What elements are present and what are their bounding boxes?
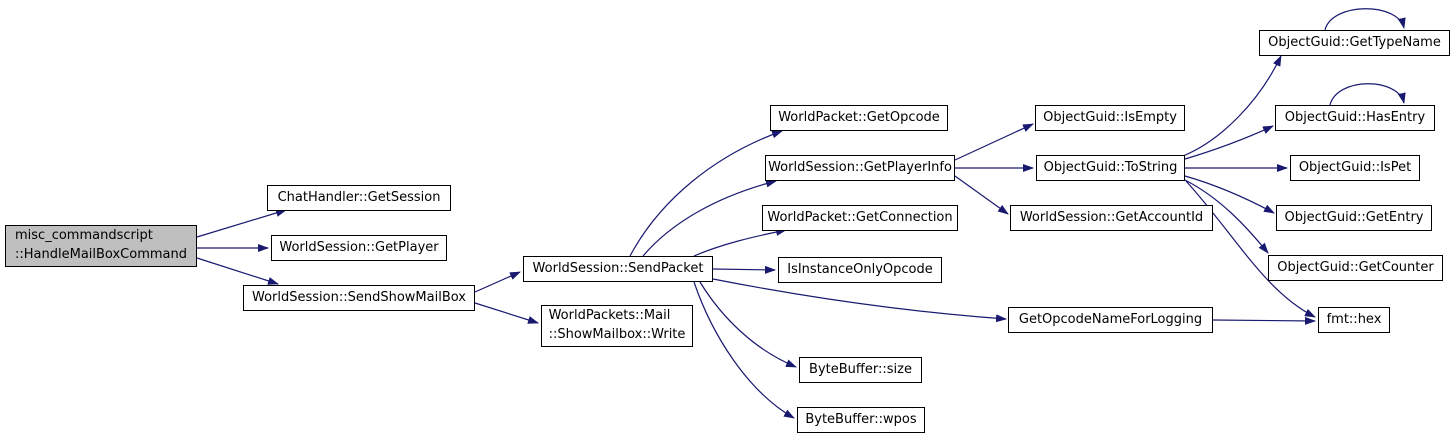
node-get-player-info[interactable]: WorldSession::GetPlayerInfo: [765, 155, 955, 181]
node-to-string[interactable]: ObjectGuid::ToString: [1036, 155, 1185, 181]
edge-send-packet-to-get-opcode: [629, 130, 783, 257]
edge-send-packet-to-get-opcode-name-for-logging: [712, 278, 1007, 323]
node-label: fmt::hex: [1326, 311, 1382, 327]
node-label: ChatHandler::GetSession: [277, 189, 441, 205]
node-get-account-id[interactable]: WorldSession::GetAccountId: [1010, 205, 1213, 231]
node-label: misc_commandscript ::HandleMailBoxComman…: [15, 228, 187, 262]
edge-send-show-mailbox-to-show-mailbox-write: [474, 302, 539, 324]
node-root: misc_commandscript ::HandleMailBoxComman…: [5, 225, 197, 267]
node-label: ObjectGuid::GetCounter: [1277, 259, 1434, 275]
edge-root-to-send-show-mailbox: [196, 257, 279, 285]
node-get-counter[interactable]: ObjectGuid::GetCounter: [1268, 255, 1443, 281]
node-send-packet[interactable]: WorldSession::SendPacket: [523, 256, 713, 282]
node-label: WorldSession::GetPlayerInfo: [768, 159, 952, 175]
node-label: WorldSession::SendShowMailBox: [251, 289, 466, 305]
edge-to-string-to-fmt-hex: [1185, 180, 1316, 318]
node-get-opcode[interactable]: WorldPacket::GetOpcode: [770, 105, 948, 131]
edge-to-string-to-has-entry: [1184, 125, 1274, 160]
node-get-session[interactable]: ChatHandler::GetSession: [267, 185, 451, 211]
node-get-entry[interactable]: ObjectGuid::GetEntry: [1276, 205, 1432, 231]
edge-send-packet-to-byte-buffer-size: [699, 281, 797, 368]
edge-send-show-mailbox-to-send-packet: [474, 271, 521, 293]
node-label: ObjectGuid::HasEntry: [1284, 109, 1426, 125]
node-label: WorldPackets::Mail ::ShowMailbox::Write: [548, 308, 686, 342]
edge-send-packet-to-byte-buffer-wpos: [693, 281, 795, 419]
node-label: ObjectGuid::IsPet: [1298, 159, 1412, 175]
node-label: ByteBuffer::size: [809, 361, 912, 377]
node-label: WorldSession::GetAccountId: [1019, 209, 1204, 225]
node-is-instance-only-opcode[interactable]: IsInstanceOnlyOpcode: [778, 257, 942, 283]
node-get-type-name[interactable]: ObjectGuid::GetTypeName: [1259, 30, 1450, 56]
node-fmt-hex[interactable]: fmt::hex: [1318, 307, 1390, 333]
edge-get-player-info-to-is-empty: [954, 123, 1034, 161]
node-show-mailbox-write[interactable]: WorldPackets::Mail ::ShowMailbox::Write: [541, 305, 693, 347]
edge-to-string-to-get-entry: [1184, 175, 1275, 214]
node-label: WorldSession::SendPacket: [532, 260, 704, 276]
node-label: ObjectGuid::GetEntry: [1284, 209, 1424, 225]
node-has-entry[interactable]: ObjectGuid::HasEntry: [1275, 105, 1435, 131]
node-get-player[interactable]: WorldSession::GetPlayer: [271, 235, 447, 261]
node-is-empty[interactable]: ObjectGuid::IsEmpty: [1035, 105, 1185, 131]
node-is-pet[interactable]: ObjectGuid::IsPet: [1290, 155, 1420, 181]
node-label: WorldPacket::GetOpcode: [778, 109, 940, 125]
node-label: WorldPacket::GetConnection: [767, 209, 953, 225]
edge-send-packet-to-get-player-info: [642, 179, 777, 257]
node-label: ObjectGuid::ToString: [1043, 159, 1178, 175]
node-label: GetOpcodeNameForLogging: [1018, 311, 1203, 327]
edge-get-opcode-name-for-logging-to-fmt-hex: [1212, 316, 1316, 325]
node-send-show-mailbox[interactable]: WorldSession::SendShowMailBox: [243, 285, 475, 311]
node-get-opcode-name-for-logging[interactable]: GetOpcodeNameForLogging: [1008, 307, 1213, 333]
node-label: IsInstanceOnlyOpcode: [787, 261, 933, 277]
edge-to-string-to-get-counter: [1184, 179, 1269, 254]
edge-get-player-info-to-get-account-id: [954, 175, 1009, 215]
edge-get-type-name-self-loop: [1324, 8, 1406, 31]
node-byte-buffer-size[interactable]: ByteBuffer::size: [799, 357, 922, 383]
edge-send-packet-to-is-instance-only-opcode: [712, 265, 776, 274]
node-byte-buffer-wpos[interactable]: ByteBuffer::wpos: [797, 407, 925, 433]
node-label: ObjectGuid::IsEmpty: [1043, 109, 1177, 125]
node-label: ByteBuffer::wpos: [805, 411, 917, 427]
node-label: WorldSession::GetPlayer: [279, 239, 439, 255]
node-label: ObjectGuid::GetTypeName: [1268, 34, 1441, 50]
node-get-connection[interactable]: WorldPacket::GetConnection: [762, 205, 958, 231]
edge-root-to-get-session: [196, 209, 287, 238]
edge-to-string-to-get-type-name: [1182, 55, 1282, 157]
edge-has-entry-self-loop: [1329, 83, 1406, 106]
edge-send-packet-to-get-connection: [693, 228, 787, 257]
